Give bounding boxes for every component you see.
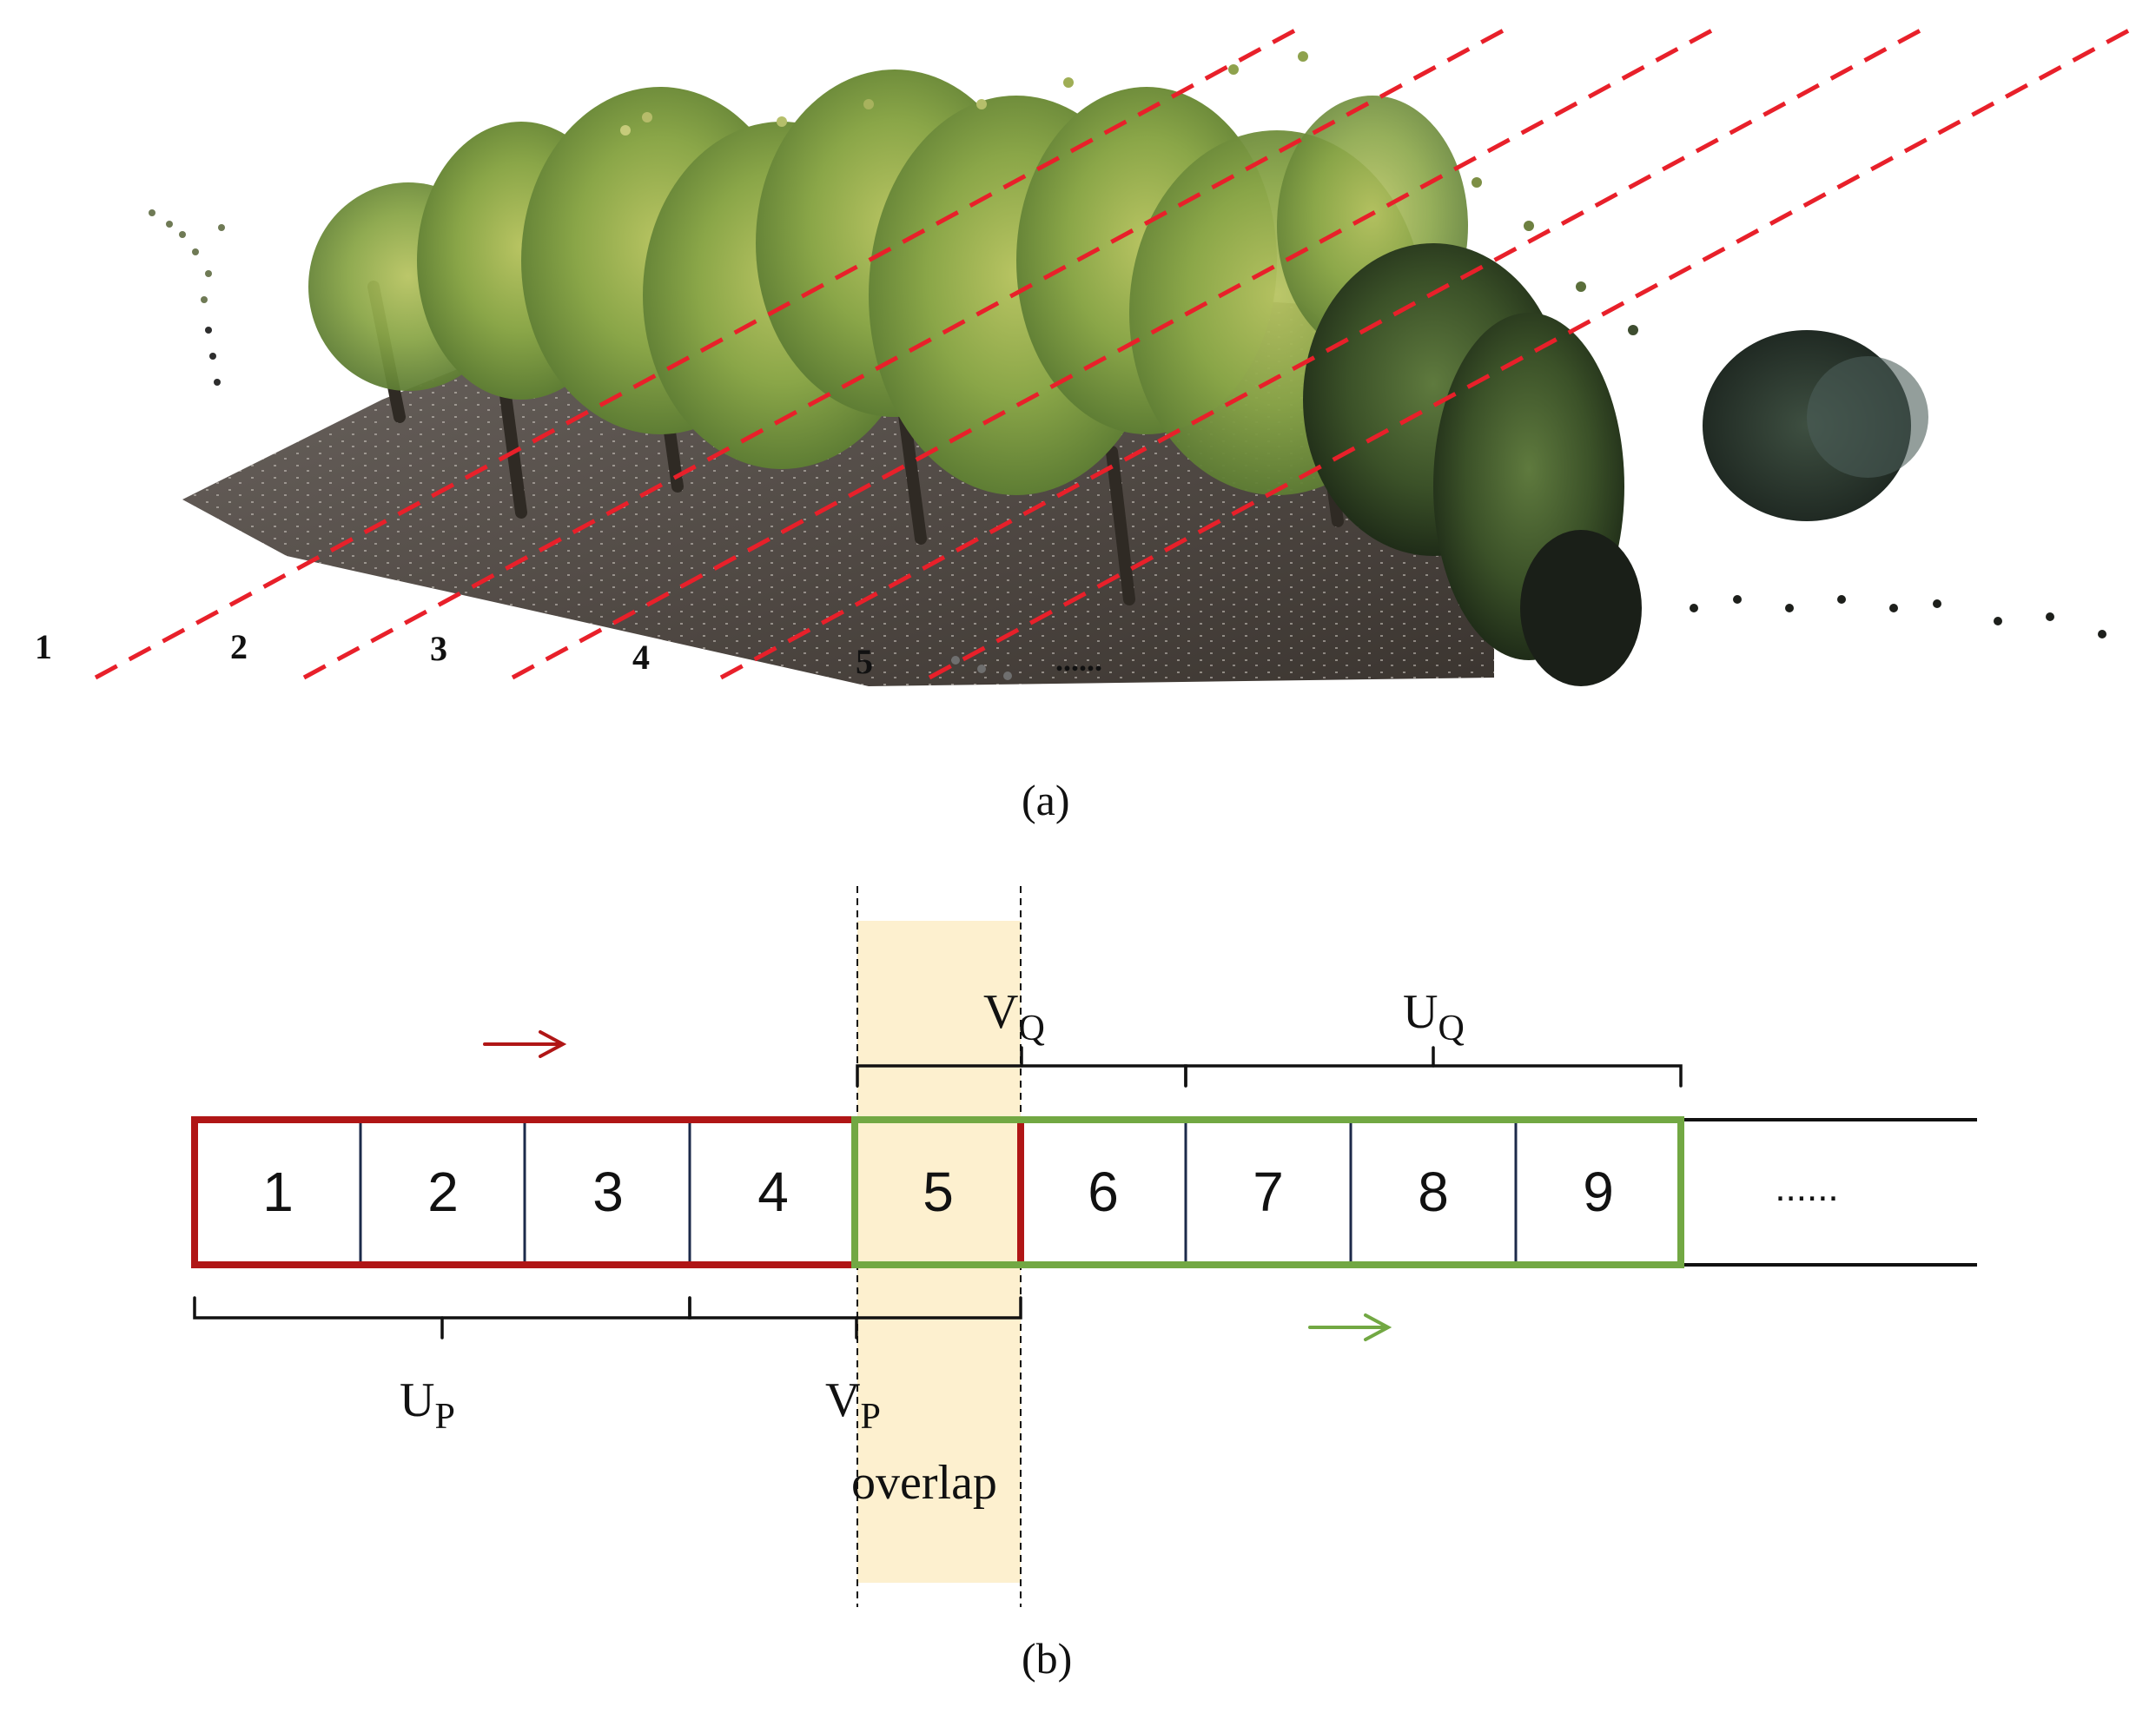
- label-up: UP: [400, 1373, 455, 1437]
- label-vq: VQ: [983, 985, 1045, 1049]
- cell-1: 1: [262, 1161, 294, 1223]
- row-label-5: 5: [856, 642, 873, 681]
- point-cloud-panel: 1 2 3 4 5 ...... (a): [35, 23, 2139, 824]
- label-overlap: overlap: [851, 1456, 997, 1510]
- caption-b: (b): [1022, 1634, 1072, 1683]
- cell-4: 4: [757, 1161, 789, 1223]
- cell-7: 7: [1253, 1161, 1284, 1223]
- row-label-2: 2: [230, 627, 248, 666]
- bracket-uq: [1184, 1064, 1683, 1088]
- cell-2: 2: [427, 1161, 459, 1223]
- sliding-window-panel: 1 2 3 4 5 6 7 8 9 ......: [191, 886, 1977, 1683]
- tree-canopies: [308, 69, 1928, 686]
- sparse-points-left: [149, 209, 225, 386]
- window-p: [191, 1116, 1024, 1268]
- bracket-up: [193, 1296, 691, 1320]
- row-label-1: 1: [35, 627, 52, 666]
- cell-9: 9: [1583, 1161, 1614, 1223]
- overlap-region: [857, 921, 1021, 1583]
- row-label-ellipsis: ......: [1055, 643, 1102, 678]
- cell-5: 5: [923, 1161, 954, 1223]
- strip-ellipsis: ......: [1775, 1167, 1838, 1209]
- right-arrow-icon: [1308, 1313, 1392, 1341]
- row-label-3: 3: [430, 629, 447, 668]
- label-vp: VP: [825, 1373, 881, 1437]
- label-uq: UQ: [1403, 985, 1465, 1049]
- cell-8: 8: [1418, 1161, 1449, 1223]
- window-q: [851, 1116, 1684, 1268]
- right-arrow-icon: [483, 1030, 567, 1058]
- caption-a: (a): [1022, 776, 1070, 824]
- cell-6: 6: [1088, 1161, 1119, 1223]
- canopy-speckles: [620, 51, 2106, 680]
- cell-3: 3: [592, 1161, 624, 1223]
- row-label-4: 4: [632, 638, 650, 677]
